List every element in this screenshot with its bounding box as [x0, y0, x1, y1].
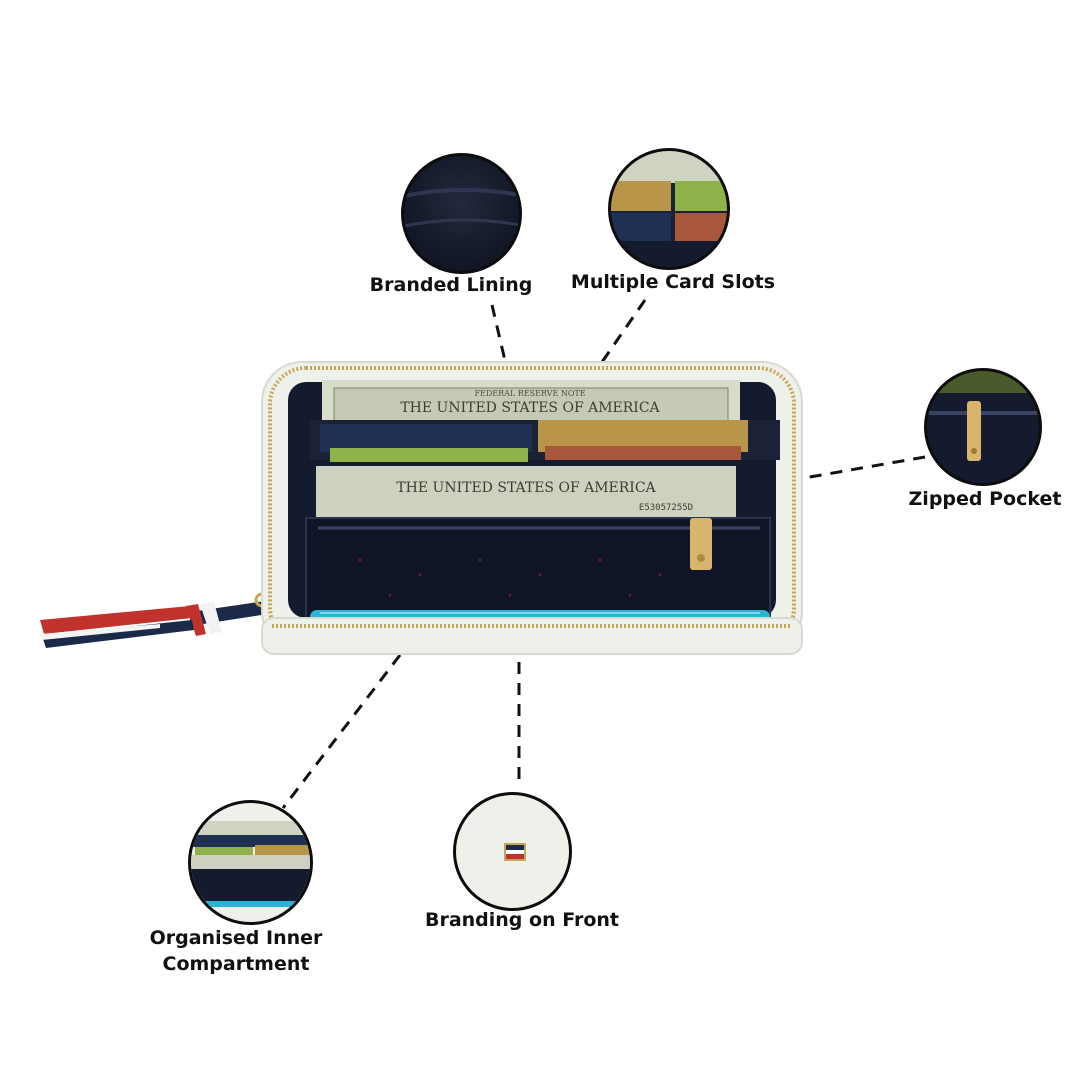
label-card-slots: Multiple Card Slots — [570, 271, 776, 293]
middle-banknote-text: THE UNITED STATES OF AMERICA — [396, 480, 656, 496]
branding-front-circle — [453, 792, 572, 911]
compartment-detail — [191, 821, 310, 907]
tassel — [40, 592, 272, 648]
zipped-pocket-circle — [924, 368, 1042, 486]
card-slots-circle — [608, 148, 730, 270]
label-branding-front: Branding on Front — [424, 909, 620, 931]
top-banknote-text: THE UNITED STATES OF AMERICA — [400, 400, 660, 416]
card-slots-detail — [611, 151, 727, 267]
lining-detail — [404, 188, 519, 228]
label-zipped-pocket: Zipped Pocket — [908, 488, 1062, 510]
inner-compartment-circle — [188, 800, 313, 925]
branded-lining-circle — [401, 153, 522, 274]
flag-logo-icon — [504, 843, 526, 861]
leader-zipped-pocket — [734, 455, 926, 492]
label-inner-compartment-line1: Organised Inner — [149, 927, 323, 949]
label-branded-lining: Branded Lining — [369, 274, 533, 296]
zipper-pull-detail — [927, 371, 1039, 461]
svg-text:E53057255D: E53057255D — [639, 503, 693, 513]
label-inner-compartment-line2: Compartment — [162, 953, 310, 975]
leader-inner-compartment — [281, 654, 402, 809]
svg-text:FEDERAL RESERVE NOTE: FEDERAL RESERVE NOTE — [474, 389, 585, 398]
